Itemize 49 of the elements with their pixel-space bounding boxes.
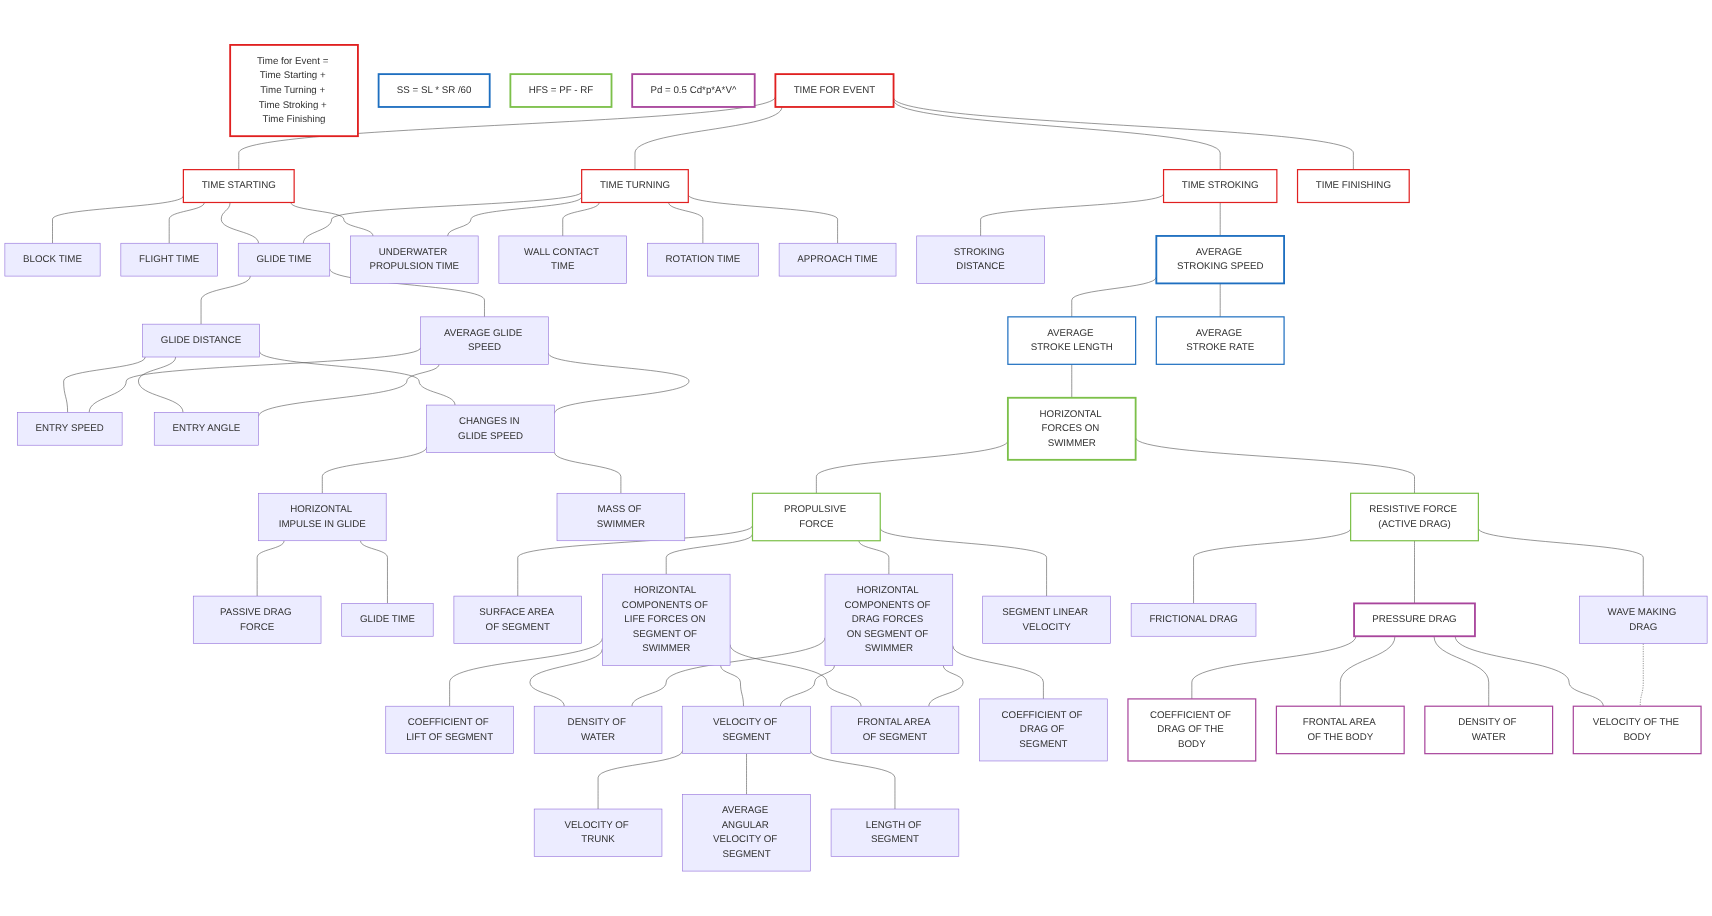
connector — [168, 202, 205, 244]
connector — [1340, 635, 1396, 707]
connector — [1191, 635, 1357, 700]
connector — [1071, 276, 1157, 318]
connector — [238, 96, 776, 170]
connector — [138, 356, 184, 413]
connector — [562, 202, 600, 237]
connector — [893, 99, 1221, 170]
connector — [668, 202, 704, 244]
connector — [893, 97, 1354, 170]
connector — [554, 451, 622, 494]
connector — [52, 195, 184, 244]
connector — [1414, 540, 1415, 604]
connector — [810, 750, 896, 810]
connector — [688, 194, 838, 244]
connector — [290, 202, 374, 237]
connector — [303, 191, 582, 244]
connector — [259, 351, 456, 406]
connector — [529, 648, 603, 707]
connector — [597, 750, 683, 810]
connector — [449, 637, 603, 707]
connector — [1454, 635, 1604, 707]
connector — [665, 533, 753, 575]
connector — [1478, 528, 1644, 597]
connector — [548, 352, 690, 414]
connector — [1135, 437, 1415, 494]
connector — [816, 440, 1009, 494]
connector — [258, 364, 440, 417]
connector — [1193, 528, 1351, 604]
connector — [88, 347, 421, 413]
connector — [220, 202, 259, 244]
connector — [200, 275, 251, 325]
connector — [879, 527, 1047, 597]
connector — [780, 665, 835, 707]
connector — [720, 665, 744, 707]
connector — [858, 540, 890, 575]
connector — [746, 753, 747, 795]
connector — [360, 540, 388, 604]
connector — [63, 356, 146, 413]
connector — [1433, 635, 1490, 707]
connector — [980, 193, 1164, 237]
connector — [447, 196, 582, 237]
connector — [322, 446, 427, 494]
connector — [634, 106, 783, 170]
connector — [952, 645, 1044, 700]
connector — [1639, 643, 1644, 707]
connector — [729, 644, 862, 707]
connector — [256, 540, 285, 597]
connector — [928, 665, 964, 707]
